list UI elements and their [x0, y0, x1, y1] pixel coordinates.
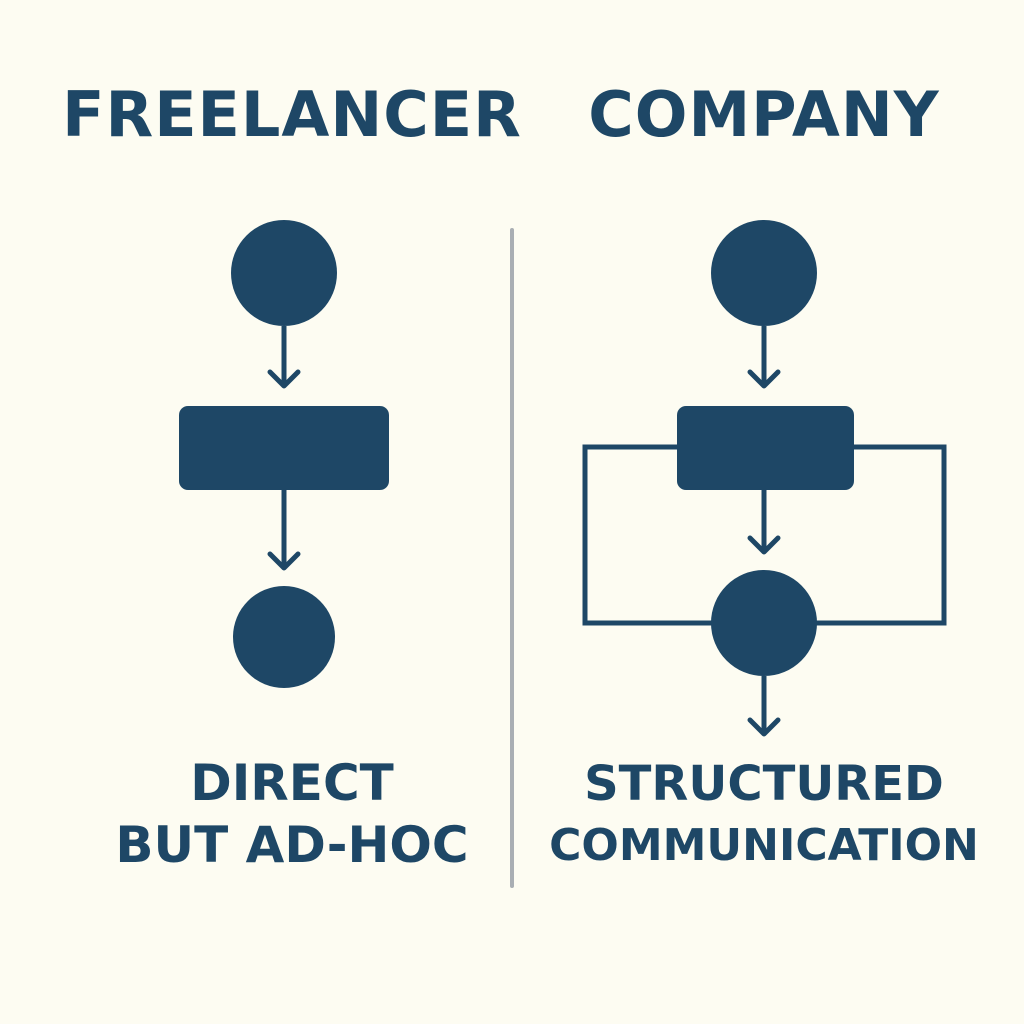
- company-arrow-3-head: [747, 717, 781, 737]
- freelancer-process-node: [179, 406, 389, 490]
- freelancer-arrow-2-head: [267, 551, 301, 571]
- company-title: COMPANY: [588, 78, 940, 151]
- company-caption-line-1: STRUCTURED: [584, 756, 944, 812]
- freelancer-caption-line-2: BUT AD-HOC: [115, 816, 469, 874]
- freelancer-title: FREELANCER: [62, 78, 522, 151]
- company-flow: [582, 220, 947, 737]
- freelancer-start-node: [231, 220, 337, 326]
- freelancer-end-node: [233, 586, 335, 688]
- company-process-node: [677, 406, 854, 490]
- freelancer-arrow-1-head: [267, 369, 301, 389]
- company-arrow-2-head: [747, 535, 781, 555]
- company-arrow-1-head: [747, 369, 781, 389]
- company-caption-line-2: COMMUNICATION: [549, 820, 979, 871]
- company-start-node: [711, 220, 817, 326]
- freelancer-caption-line-1: DIRECT: [190, 754, 394, 812]
- freelancer-flow: [179, 220, 389, 688]
- company-review-node: [711, 570, 817, 676]
